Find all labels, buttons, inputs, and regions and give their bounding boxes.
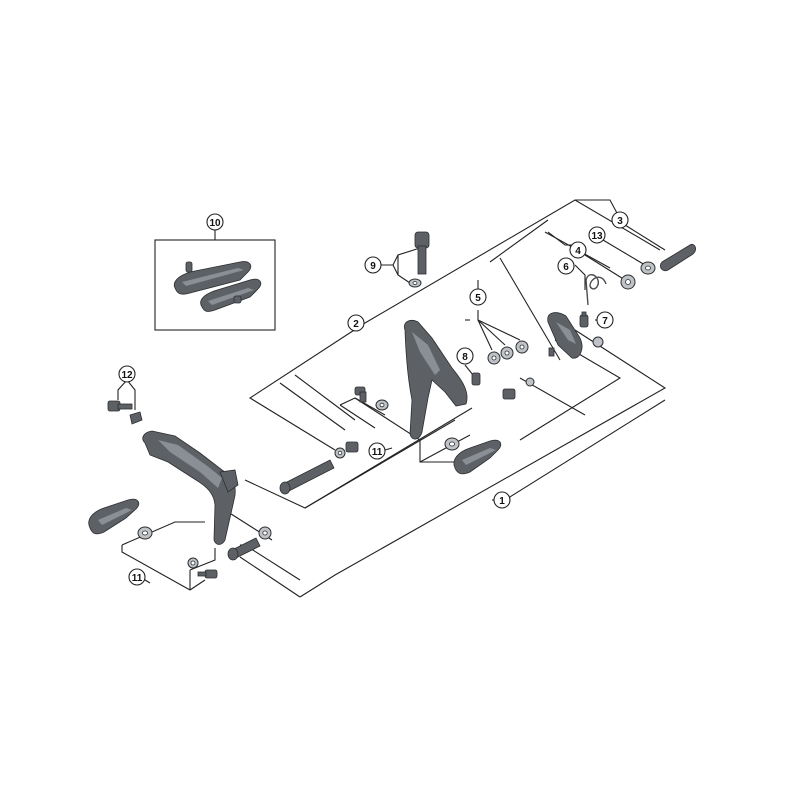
callout-1: 1 (493, 491, 511, 509)
front-washers (334, 340, 535, 459)
callout-8-label: 8 (462, 352, 468, 363)
adjuster-washer (408, 278, 422, 288)
rear-arm-nut (129, 411, 143, 425)
return-spring-block (547, 312, 583, 359)
callout-11-middle-label: 11 (372, 447, 383, 458)
small-washer-right (592, 336, 604, 348)
rear-arm (142, 430, 239, 545)
callout-9-label: 9 (370, 261, 376, 272)
brake-shoe-lower (200, 278, 262, 312)
rear-pivot-bolt (227, 537, 261, 561)
callout-4-label: 4 (575, 246, 581, 257)
cable-adjuster (414, 231, 430, 275)
rear-small-bolt (197, 569, 218, 579)
front-arm (403, 320, 468, 440)
callout-7-label: 7 (602, 316, 608, 327)
callout-8: 8 (456, 347, 474, 365)
callout-5-label: 5 (475, 293, 481, 304)
front-brake-shoe (453, 439, 502, 475)
callout-5: 5 (469, 288, 487, 306)
leader-lines (117, 199, 667, 598)
front-long-bolt (279, 459, 335, 495)
callout-10: 10 (206, 213, 224, 231)
rear-brake-shoe (88, 498, 140, 535)
callout-9: 9 (364, 256, 382, 274)
callout-11-middle: 11 (368, 442, 386, 460)
rear-washers (137, 526, 272, 569)
pivot-washer-small (640, 261, 656, 275)
callout-10-label: 10 (209, 218, 221, 229)
callout-2: 2 (347, 314, 365, 332)
spring-coil (585, 274, 607, 306)
pivot-washer-large (620, 274, 636, 290)
callout-11-bottom: 11 (128, 568, 146, 586)
callout-12-label: 12 (121, 370, 133, 381)
callout-4: 4 (569, 241, 587, 259)
callout-13: 13 (588, 226, 606, 244)
set-screw (471, 372, 481, 386)
pivot-shaft (660, 243, 696, 272)
small-pin (548, 347, 555, 357)
tension-screw (579, 311, 589, 328)
rear-arm-bolt (107, 400, 133, 412)
brake-shoe-upper (173, 261, 252, 295)
callout-13-label: 13 (591, 231, 603, 242)
callout-1-label: 1 (499, 496, 505, 507)
callout-2-label: 2 (353, 319, 359, 330)
callout-6: 6 (557, 257, 575, 275)
front-small-bolt (354, 386, 367, 403)
callout-3-label: 3 (617, 216, 623, 227)
brake-shoe-set-box (154, 230, 276, 331)
callout-6-label: 6 (563, 262, 569, 273)
callout-3: 3 (611, 211, 629, 229)
callout-11-bottom-label: 11 (132, 573, 143, 584)
callout-12: 12 (118, 365, 136, 383)
front-spacer (345, 388, 516, 453)
callout-7: 7 (596, 311, 614, 329)
